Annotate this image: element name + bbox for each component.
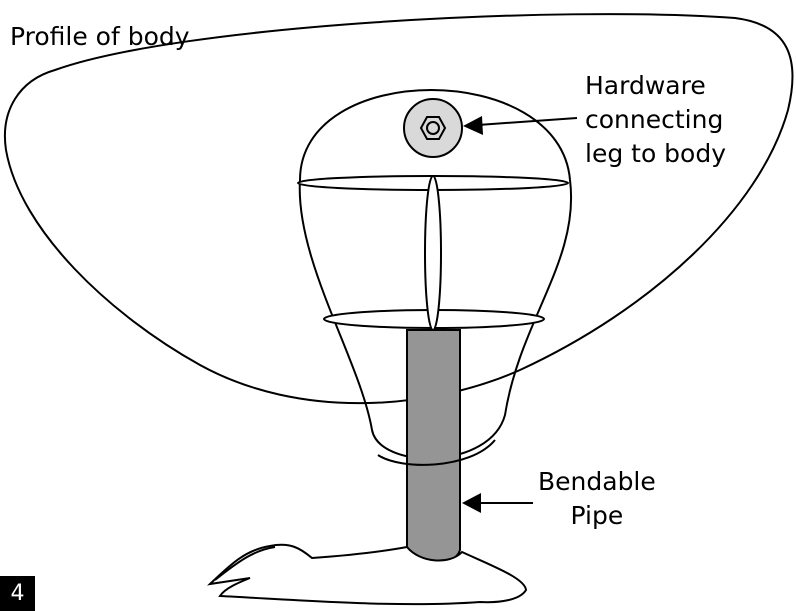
housing-bottom-curve (377, 439, 496, 466)
pipe-arrowhead-icon (462, 493, 481, 513)
hardware-label-line: Hardware (585, 71, 706, 100)
hardware-arrowhead-icon (463, 116, 483, 135)
bendable-pipe-label: Bendable Pipe (538, 465, 656, 533)
hardware-label-line: connecting (585, 105, 724, 134)
base-foot (207, 543, 528, 606)
bolt-center (426, 121, 440, 135)
pipe-label-line: Bendable (538, 467, 656, 496)
hardware-label: Hardware connecting leg to body (585, 69, 726, 171)
figure-number-badge: 4 (0, 576, 35, 611)
vertical-ring (424, 175, 442, 331)
profile-of-body-label: Profile of body (10, 22, 190, 51)
hardware-arrow-line (477, 117, 578, 126)
body-profile-outline (4, 13, 794, 405)
base-foot-edge (214, 546, 276, 581)
hardware-label-line: leg to body (585, 139, 727, 168)
leg-housing (298, 89, 573, 460)
bendable-pipe (406, 329, 461, 564)
pipe-label-line: Pipe (570, 501, 624, 530)
